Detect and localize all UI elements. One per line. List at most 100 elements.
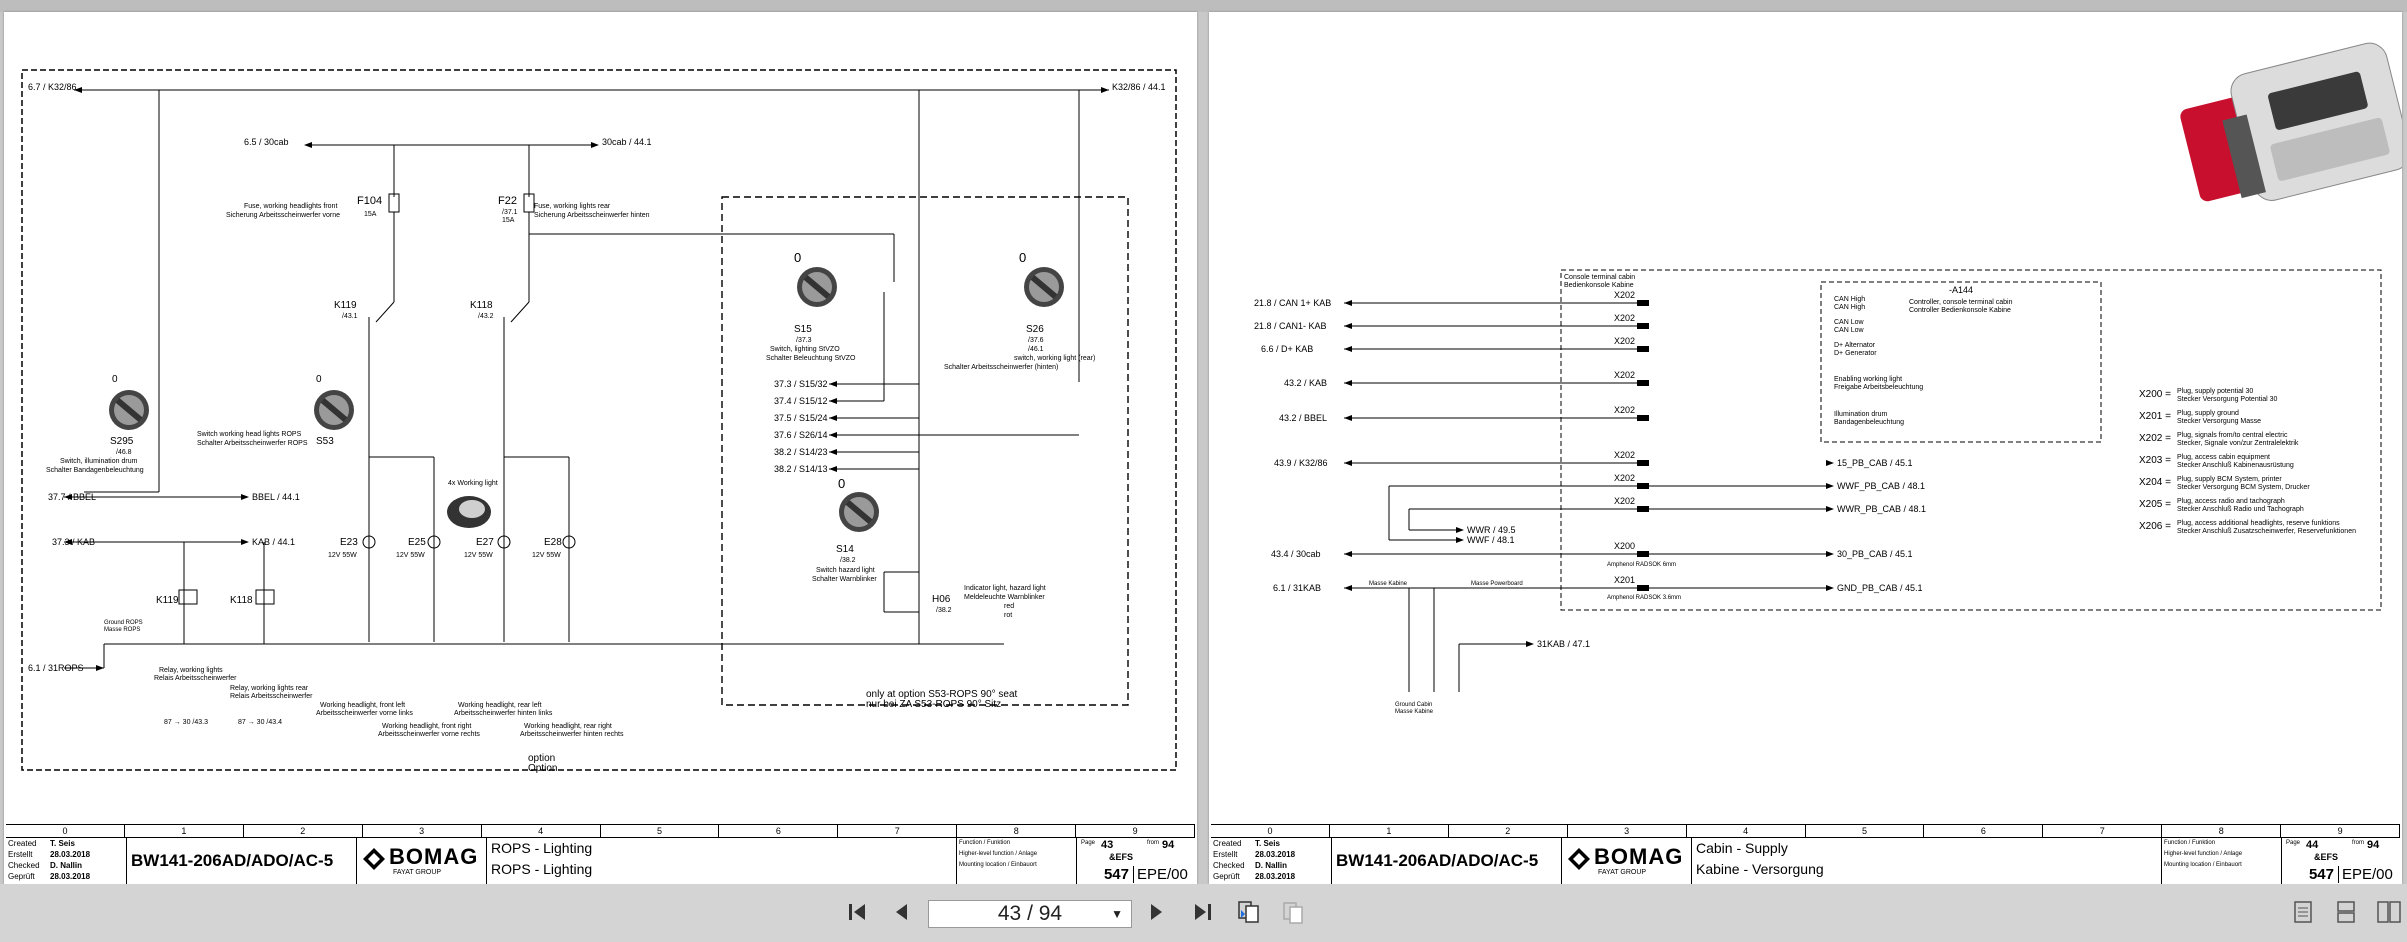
svg-text:21.8 / CAN1- KAB: 21.8 / CAN1- KAB [1254,321,1327,331]
svg-text:Indicator light, hazard light: Indicator light, hazard light [964,585,1046,592]
svg-text:/43.1: /43.1 [342,313,358,320]
svg-text:Sicherung Arbeitsscheinwerfer: Sicherung Arbeitsscheinwerfer hinten [534,212,650,219]
svg-text:Plug, supply ground: Plug, supply ground [2177,410,2239,417]
page-number-select[interactable]: 43 / 94 ▼ [928,900,1132,928]
svg-text:Working headlight, front right: Working headlight, front right [382,723,471,730]
col-7: 7 [838,825,958,837]
two-page-icon [1238,901,1259,923]
svg-text:37.3 / KAB: 37.3 / KAB [52,537,95,547]
svg-text:0: 0 [112,374,118,385]
svg-text:red: red [1004,603,1014,610]
col-1: 1 [1330,825,1449,837]
svg-text:Controller Bedienkonsole Kabin: Controller Bedienkonsole Kabine [1909,307,2011,314]
col-6: 6 [1924,825,2044,837]
svg-text:12V 55W: 12V 55W [328,552,357,559]
svg-text:Stecker Anschluß Zusatzscheinw: Stecker Anschluß Zusatzscheinwerfer, Res… [2177,528,2356,535]
col-4: 4 [482,825,601,837]
viewer-top-strip [0,0,2407,12]
svg-text:Working headlight, rear left: Working headlight, rear left [458,702,542,709]
svg-text:37.4 / S15/12: 37.4 / S15/12 [774,396,828,406]
svg-text:GND_PB_CAB / 45.1: GND_PB_CAB / 45.1 [1837,583,1923,593]
svg-text:0: 0 [316,374,322,385]
sheet-title-de: Kabine - Versorgung [1696,861,1824,877]
svg-text:X205 =: X205 = [2139,499,2171,510]
last-page-button[interactable] [1190,899,1216,925]
facing-pages-icon [2377,901,2401,923]
two-page-view-button[interactable] [1236,899,1262,925]
x-plug-legend: X200 = Plug, supply potential 30 Stecker… [2139,388,2356,535]
svg-text:37.3 / S15/32: 37.3 / S15/32 [774,379,828,389]
col-4: 4 [1687,825,1806,837]
svg-text:/46.1: /46.1 [1028,346,1044,353]
svg-text:X200 =: X200 = [2139,389,2171,400]
first-page-button[interactable] [844,899,870,925]
svg-text:Bandagenbeleuchtung: Bandagenbeleuchtung [1834,419,1904,426]
svg-text:Plug, access additional headli: Plug, access additional headlights, rese… [2177,520,2340,527]
previous-page-button[interactable] [888,899,914,925]
bomag-logo-icon [1568,848,1590,870]
svg-text:X202: X202 [1614,496,1635,506]
page-number: 43 [1101,839,1114,851]
sheet-title: ROPS - Lighting ROPS - Lighting [486,838,957,884]
svg-text:43.9 / K32/86: 43.9 / K32/86 [1274,458,1328,468]
svg-text:S15: S15 [794,324,812,335]
svg-text:Working headlight, rear right: Working headlight, rear right [524,723,612,730]
view-thumbnails-button[interactable] [2376,899,2402,925]
function-block: Function / Funktion Higher-level functio… [956,838,1077,884]
svg-text:15A: 15A [502,217,515,224]
svg-text:S14: S14 [836,544,854,555]
svg-text:Stecker Versorgung Masse: Stecker Versorgung Masse [2177,418,2261,425]
single-page-view-button[interactable] [1280,899,1306,925]
svg-text:Fuse, working lights rear: Fuse, working lights rear [534,203,611,210]
svg-text:D+ Generator: D+ Generator [1834,350,1877,357]
svg-text:0: 0 [838,476,845,491]
pdf-page-43: 6.7 / K32/86 K32/86 / 44.1 6.5 / 30cab 3… [4,12,1197,884]
svg-text:0: 0 [794,250,801,265]
svg-text:X202: X202 [1614,405,1635,415]
svg-text:15_PB_CAB / 45.1: 15_PB_CAB / 45.1 [1837,458,1913,468]
view-single-button[interactable] [2290,899,2316,925]
single-page-icon [2294,901,2312,923]
svg-text:Schalter Arbeitsscheinwerfer (: Schalter Arbeitsscheinwerfer (hinten) [944,364,1058,371]
svg-text:H06: H06 [932,594,951,605]
first-page-icon [849,904,865,920]
console-terminal-photo [2180,42,2402,202]
next-page-button[interactable] [1144,899,1170,925]
sheet-title-en: Cabin - Supply [1696,840,1788,856]
svg-text:37.6 / S26/14: 37.6 / S26/14 [774,430,828,440]
next-page-icon [1151,904,1162,920]
svg-text:37.5 / S15/24: 37.5 / S15/24 [774,413,828,423]
svg-text:/37.6: /37.6 [1028,337,1044,344]
svg-text:X201: X201 [1614,575,1635,585]
col-9: 9 [1076,825,1196,837]
sheet-title-en: ROPS - Lighting [491,840,593,856]
svg-text:CAN High: CAN High [1834,304,1865,311]
page-number: 44 [2306,839,2319,851]
svg-text:F22: F22 [498,195,517,207]
pdf-page-44: 21.8 / CAN 1+ KAB 21.8 / CAN1- KAB 6.6 /… [1209,12,2402,884]
svg-text:Stecker, Signale von/zur Zentr: Stecker, Signale von/zur Zentralelektrik [2177,440,2299,447]
svg-text:switch, working light (rear): switch, working light (rear) [1014,355,1095,362]
svg-text:Plug, signals from/to central: Plug, signals from/to central electric [2177,432,2288,439]
view-double-button[interactable] [2333,899,2359,925]
svg-text:30cab / 44.1: 30cab / 44.1 [602,137,652,147]
svg-text:Arbeitsscheinwerfer vorne link: Arbeitsscheinwerfer vorne links [316,710,413,717]
col-3: 3 [1568,825,1687,837]
svg-text:Option: Option [528,763,557,774]
svg-text:S295: S295 [110,436,134,447]
bomag-logo-icon [363,848,385,870]
svg-text:Relay, working lights rear: Relay, working lights rear [230,685,309,692]
svg-text:CAN High: CAN High [1834,296,1865,303]
svg-text:Stecker Versorgung Potential 3: Stecker Versorgung Potential 30 [2177,396,2278,403]
svg-text:Ground ROPS: Ground ROPS [104,620,143,626]
svg-text:Sicherung Arbeitsscheinwerfer: Sicherung Arbeitsscheinwerfer vorne [226,212,340,219]
svg-text:X203 =: X203 = [2139,455,2171,466]
svg-text:CAN Low: CAN Low [1834,319,1865,326]
col-8: 8 [957,825,1077,837]
svg-text:Ground Cabin: Ground Cabin [1395,702,1432,708]
svg-text:6.1 / 31KAB: 6.1 / 31KAB [1273,583,1321,593]
svg-text:Masse Powerboard: Masse Powerboard [1471,581,1523,587]
svg-text:Relais Arbeitsscheinwerfer: Relais Arbeitsscheinwerfer [230,693,313,700]
